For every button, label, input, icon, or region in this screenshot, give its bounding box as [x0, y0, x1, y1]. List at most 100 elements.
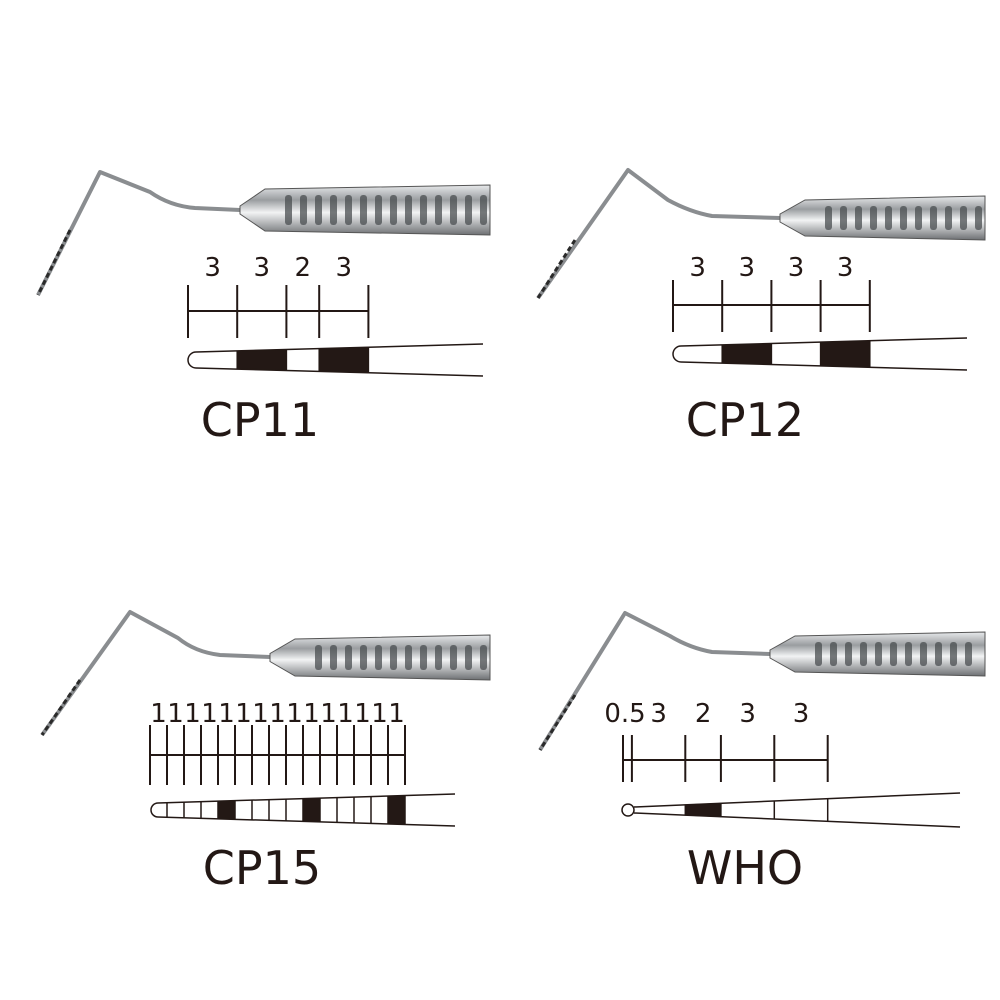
- segment-length-label: 3: [793, 699, 810, 729]
- instrument-image: [36, 170, 491, 296]
- instrument-shaft: [536, 168, 781, 300]
- handle-grip-groove: [315, 195, 322, 225]
- black-band: [319, 347, 369, 373]
- segment-length-label: 3: [336, 253, 353, 283]
- black-band: [218, 800, 235, 820]
- probe-outline-bottom: [633, 812, 961, 828]
- segment-length-label: 1: [150, 699, 167, 729]
- probe-name-label: CP11: [201, 393, 319, 447]
- instrument-image: [536, 168, 986, 300]
- probe-outline-bottom: [195, 367, 484, 377]
- probe-name-label: WHO: [687, 841, 803, 895]
- instrument-shaft: [36, 170, 241, 296]
- handle-grip-groove: [875, 642, 882, 666]
- handle-grip-groove: [375, 195, 382, 225]
- handle-grip-groove: [855, 206, 862, 230]
- segment-length-label: 1: [320, 699, 337, 729]
- handle-grip-groove: [450, 645, 457, 670]
- handle-grip-groove: [420, 645, 427, 670]
- segment-length-label: 3: [837, 253, 854, 283]
- handle-grip-groove: [285, 195, 292, 225]
- handle-grip-groove: [920, 642, 927, 666]
- handle-grip-groove: [360, 645, 367, 670]
- handle-grip-groove: [930, 206, 937, 230]
- handle-grip-groove: [435, 195, 442, 225]
- probe-name-label: CP15: [203, 841, 321, 895]
- handle-grip-groove: [480, 195, 487, 225]
- handle-grip-groove: [860, 642, 867, 666]
- handle-grip-groove: [950, 642, 957, 666]
- handle-grip-groove: [870, 206, 877, 230]
- handle-grip-groove: [345, 645, 352, 670]
- segment-length-label: 0.5: [604, 699, 645, 729]
- segment-length-label: 1: [218, 699, 235, 729]
- probe-outline-bottom: [157, 816, 456, 827]
- handle-grip-groove: [890, 642, 897, 666]
- segment-length-label: 2: [295, 253, 312, 283]
- probe-outline-top: [633, 792, 961, 808]
- probe-outline-top: [195, 343, 484, 353]
- rounded-tip: [187, 351, 197, 369]
- segment-length-label: 3: [204, 253, 221, 283]
- segment-length-label: 1: [337, 699, 354, 729]
- handle-grip-groove: [465, 195, 472, 225]
- segment-length-label: 3: [650, 699, 667, 729]
- handle-grip-groove: [390, 195, 397, 225]
- segment-length-label: 1: [354, 699, 371, 729]
- probe-outline-top: [157, 793, 456, 804]
- handle-grip-groove: [420, 195, 427, 225]
- instrument-tip-markings: [40, 679, 82, 736]
- ball-tip: [621, 803, 635, 817]
- black-band: [237, 349, 287, 371]
- segment-length-label: 3: [739, 253, 756, 283]
- handle-grip-groove: [300, 195, 307, 225]
- instrument-shaft: [538, 611, 771, 752]
- handle-grip-groove: [330, 645, 337, 670]
- handle-grip-groove: [390, 645, 397, 670]
- handle-grip-groove: [915, 206, 922, 230]
- black-band: [820, 340, 870, 368]
- handle-grip-groove: [345, 195, 352, 225]
- probe-outline-top: [680, 337, 968, 347]
- segment-length-label: 1: [252, 699, 269, 729]
- probe-outline-bottom: [680, 361, 968, 371]
- handle-grip-groove: [900, 206, 907, 230]
- handle-grip-groove: [935, 642, 942, 666]
- segment-length-label: 2: [695, 699, 712, 729]
- handle-grip-groove: [360, 195, 367, 225]
- handle-grip-groove: [450, 195, 457, 225]
- instrument-tip-markings: [36, 229, 72, 296]
- handle-grip-groove: [830, 642, 837, 666]
- segment-length-label: 1: [269, 699, 286, 729]
- handle-grip-groove: [405, 645, 412, 670]
- handle-grip-groove: [965, 642, 972, 666]
- handle-grip-groove: [825, 206, 832, 230]
- handle-grip-groove: [975, 206, 982, 230]
- segment-length-label: 1: [371, 699, 388, 729]
- handle-grip-groove: [905, 642, 912, 666]
- instrument-tip-markings: [536, 239, 577, 299]
- rounded-tip: [672, 345, 682, 363]
- segment-length-label: 3: [254, 253, 271, 283]
- handle-grip-groove: [330, 195, 337, 225]
- handle-grip-groove: [945, 206, 952, 230]
- segment-length-label: 1: [286, 699, 303, 729]
- handle-grip-groove: [845, 642, 852, 666]
- handle-grip-groove: [375, 645, 382, 670]
- handle-grip-groove: [465, 645, 472, 670]
- segment-length-label: 3: [739, 699, 756, 729]
- handle-grip-groove: [315, 645, 322, 670]
- handle-grip-groove: [960, 206, 967, 230]
- handle-grip-groove: [435, 645, 442, 670]
- handle-grip-groove: [885, 206, 892, 230]
- instrument-tip-markings: [538, 694, 577, 751]
- segment-length-label: 1: [235, 699, 252, 729]
- segment-length-label: 1: [167, 699, 184, 729]
- segment-length-label: 3: [689, 253, 706, 283]
- handle-grip-groove: [815, 642, 822, 666]
